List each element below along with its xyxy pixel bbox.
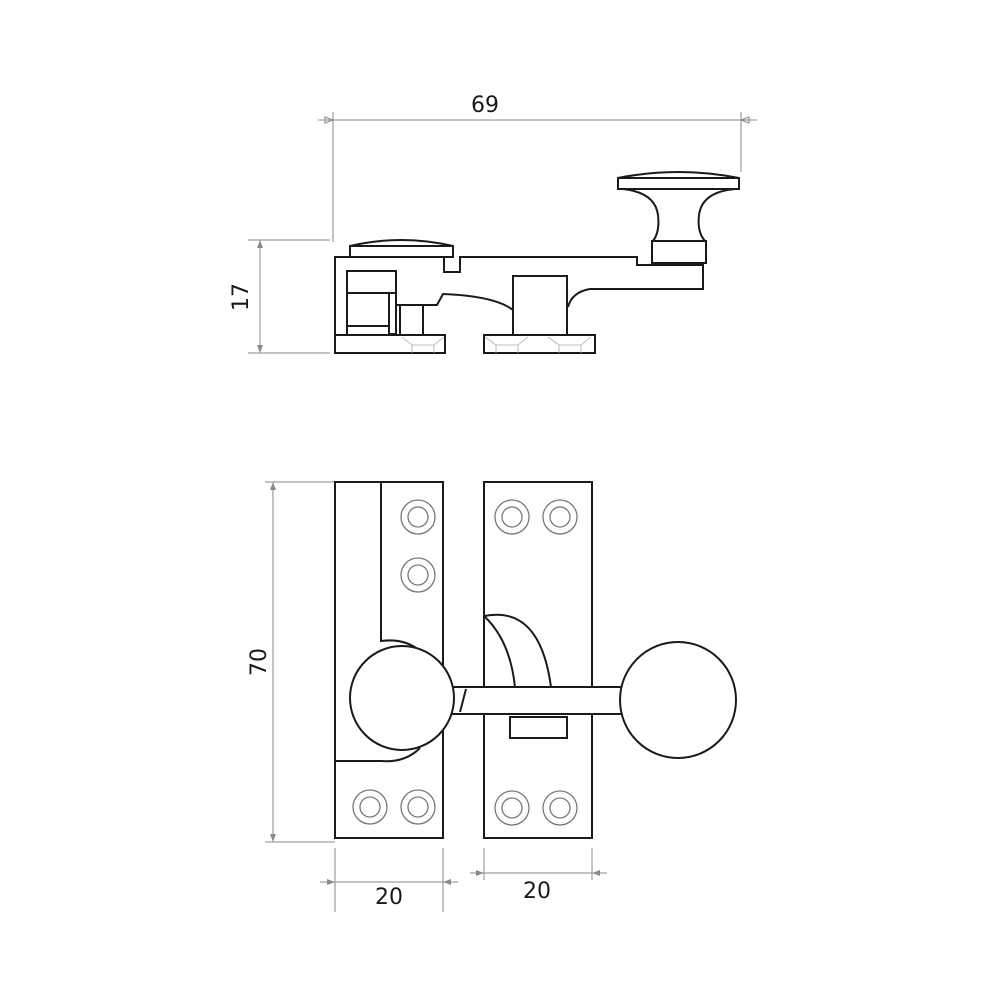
latch-plate — [483, 481, 593, 839]
dimension-height-side: 17 — [229, 239, 330, 354]
dimension-height-front: 70 — [247, 481, 335, 843]
screw-hole-icon — [352, 789, 388, 825]
screw-hole-icon — [400, 499, 436, 535]
screw-hole-icon — [542, 499, 578, 535]
keeper-spacer — [399, 304, 424, 336]
keeper-width-label: 20 — [375, 885, 403, 910]
side-height-label: 17 — [229, 283, 254, 311]
keeper-block — [346, 292, 390, 327]
overall-length-label: 69 — [471, 93, 499, 118]
cam-hook — [483, 613, 552, 688]
latch-slot — [509, 716, 568, 739]
pivot-post — [512, 275, 568, 336]
operating-knob-side — [617, 171, 740, 264]
countersunk-screw-holes — [401, 336, 592, 353]
side-view: 69 17 — [229, 93, 757, 354]
dimension-keeper-width: 20 — [320, 848, 458, 912]
dimension-latch-plate-width: 20 — [470, 848, 607, 904]
screw-hole-icon — [494, 790, 530, 826]
keeper-knob-cap — [349, 239, 454, 258]
front-view: 70 20 20 — [247, 481, 737, 912]
operating-knob — [619, 641, 737, 759]
screw-holes — [352, 499, 578, 826]
keeper-base-plate — [334, 334, 446, 354]
front-height-label: 70 — [247, 648, 272, 676]
dimension-overall-length: 69 — [318, 93, 757, 242]
latch-arm — [334, 256, 704, 335]
screw-hole-icon — [494, 499, 530, 535]
latch-plate-width-label: 20 — [523, 879, 551, 904]
keeper-knob — [349, 645, 455, 751]
latch-base-plate — [483, 334, 596, 354]
screw-hole-icon — [400, 557, 436, 593]
keeper-washer — [388, 292, 397, 335]
latch-bar — [449, 686, 623, 715]
keeper-plate — [334, 481, 444, 839]
screw-hole-icon — [400, 789, 436, 825]
screw-hole-icon — [542, 790, 578, 826]
bar-bevel — [459, 688, 467, 713]
